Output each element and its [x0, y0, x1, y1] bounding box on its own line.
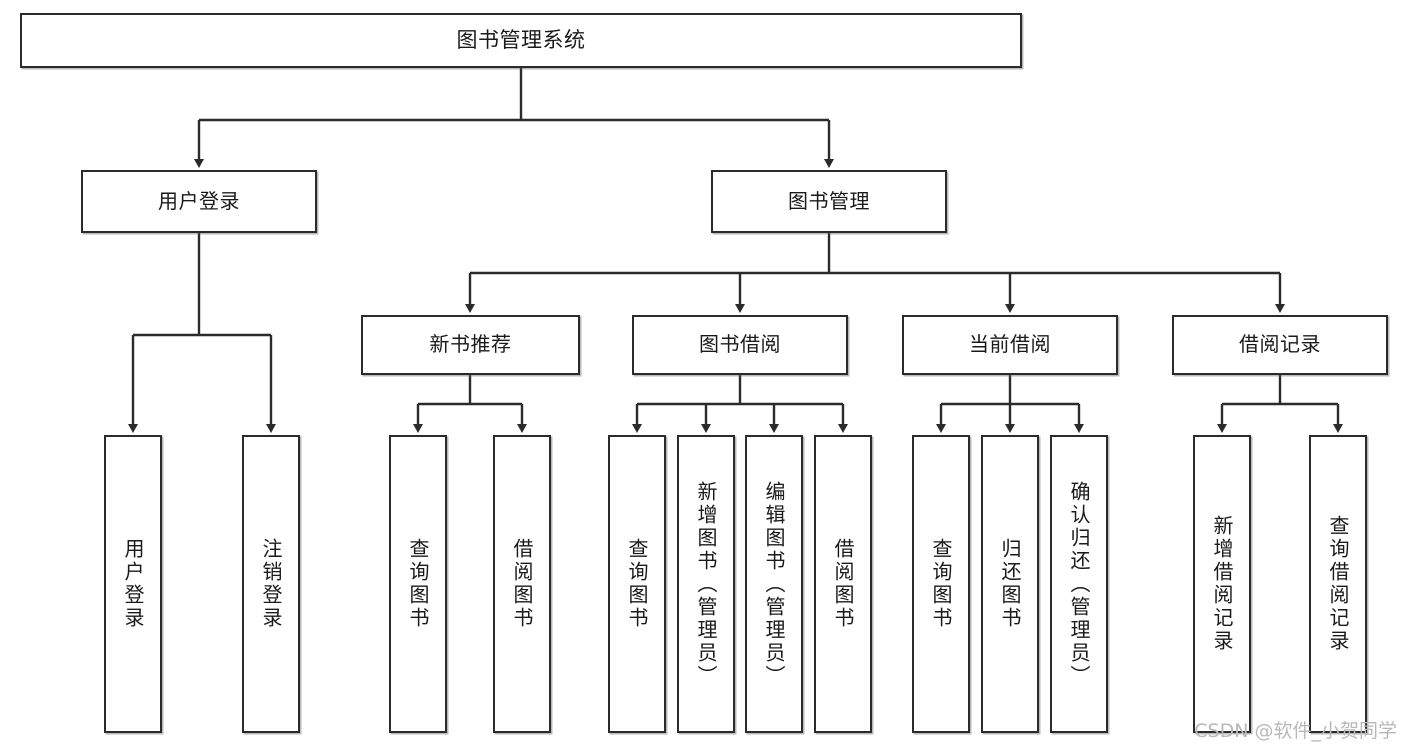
leaf-borrow-book-2[interactable]: 借阅图书: [814, 435, 872, 733]
leaf-borrow-book-1-label: 借阅图书: [510, 538, 534, 630]
leaf-user-login[interactable]: 用户登录: [104, 435, 162, 733]
leaf-query-borrow-record[interactable]: 查询借阅记录: [1309, 435, 1367, 733]
node-borrow-record[interactable]: 借阅记录: [1172, 315, 1388, 375]
node-new-book-recommend[interactable]: 新书推荐: [361, 315, 580, 375]
leaf-query-book-3[interactable]: 查询图书: [912, 435, 970, 733]
node-current-borrow[interactable]: 当前借阅: [902, 315, 1118, 375]
leaf-edit-book-label: 编辑图书（管理员）: [762, 480, 786, 688]
node-book-management[interactable]: 图书管理: [711, 170, 947, 233]
leaf-add-book-label: 新增图书（管理员）: [694, 480, 718, 688]
leaf-query-book-2[interactable]: 查询图书: [608, 435, 666, 733]
leaf-return-book-label: 归还图书: [998, 538, 1022, 630]
leaf-logout-login[interactable]: 注销登录: [242, 435, 300, 733]
leaf-borrow-book-1[interactable]: 借阅图书: [493, 435, 551, 733]
leaf-logout-login-label: 注销登录: [259, 538, 283, 630]
node-book-management-label: 图书管理: [788, 188, 870, 213]
leaf-add-borrow-record-label: 新增借阅记录: [1210, 515, 1234, 653]
leaf-edit-book[interactable]: 编辑图书（管理员）: [745, 435, 803, 733]
leaf-add-borrow-record[interactable]: 新增借阅记录: [1193, 435, 1251, 733]
node-user-login[interactable]: 用户登录: [81, 170, 317, 233]
leaf-borrow-book-2-label: 借阅图书: [831, 538, 855, 630]
node-borrow-record-label: 借阅记录: [1239, 332, 1321, 357]
node-new-book-recommend-label: 新书推荐: [429, 332, 512, 357]
node-root-label: 图书管理系统: [456, 28, 586, 53]
leaf-user-login-label: 用户登录: [121, 538, 145, 630]
leaf-return-book[interactable]: 归还图书: [981, 435, 1039, 733]
node-book-borrow-label: 图书借阅: [699, 332, 781, 357]
leaf-query-book-3-label: 查询图书: [929, 538, 953, 630]
leaf-query-borrow-record-label: 查询借阅记录: [1326, 515, 1350, 653]
node-user-login-label: 用户登录: [158, 188, 240, 213]
node-current-borrow-label: 当前借阅: [969, 332, 1051, 357]
leaf-query-book-1-label: 查询图书: [406, 538, 430, 630]
leaf-confirm-return-label: 确认归还（管理员）: [1067, 480, 1091, 688]
leaf-query-book-2-label: 查询图书: [625, 538, 649, 630]
leaf-add-book[interactable]: 新增图书（管理员）: [677, 435, 735, 733]
node-book-borrow[interactable]: 图书借阅: [632, 315, 848, 375]
node-root-book-management-system[interactable]: 图书管理系统: [20, 13, 1022, 68]
leaf-query-book-1[interactable]: 查询图书: [389, 435, 447, 733]
leaf-confirm-return[interactable]: 确认归还（管理员）: [1050, 435, 1108, 733]
